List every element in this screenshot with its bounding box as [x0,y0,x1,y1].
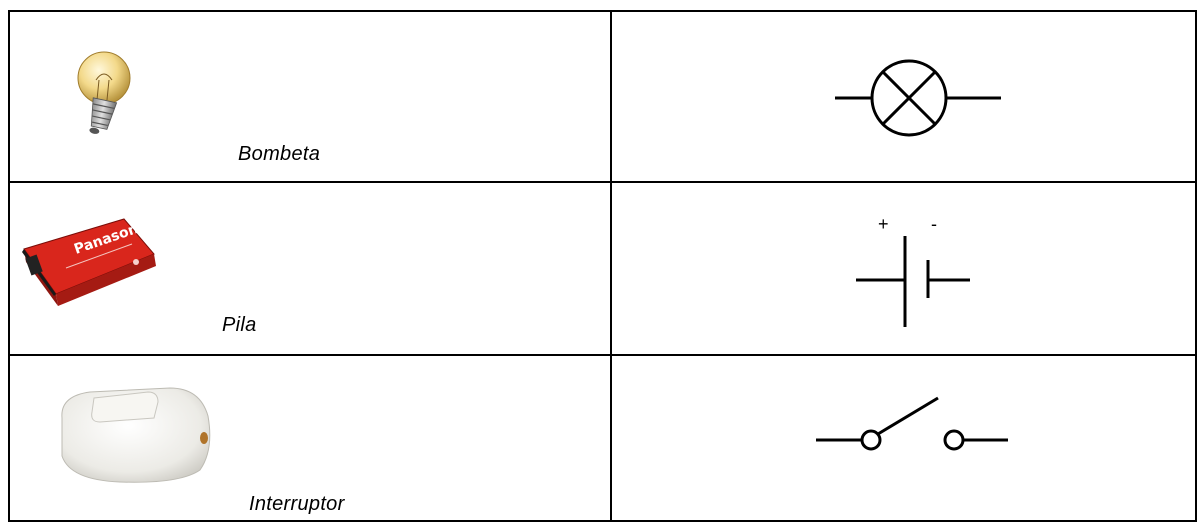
battery-photo: Panasonic [22,217,156,306]
switch-photo [61,387,211,483]
battery-plus-sign: + [878,214,889,234]
table-row-divider [10,181,1195,183]
component-table [8,10,1197,522]
component-label-bombeta: Bombeta [238,143,321,165]
component-label-interruptor: Interruptor [249,493,345,515]
table-column-divider [610,12,612,520]
switch-open-symbol [816,396,1008,451]
table-row-divider [10,354,1195,356]
component-label-pila: Pila [222,314,257,336]
battery-cell-symbol [856,236,970,327]
battery-minus-sign: - [931,214,938,234]
light-bulb-photo [77,51,131,134]
lamp-symbol [835,59,1001,137]
